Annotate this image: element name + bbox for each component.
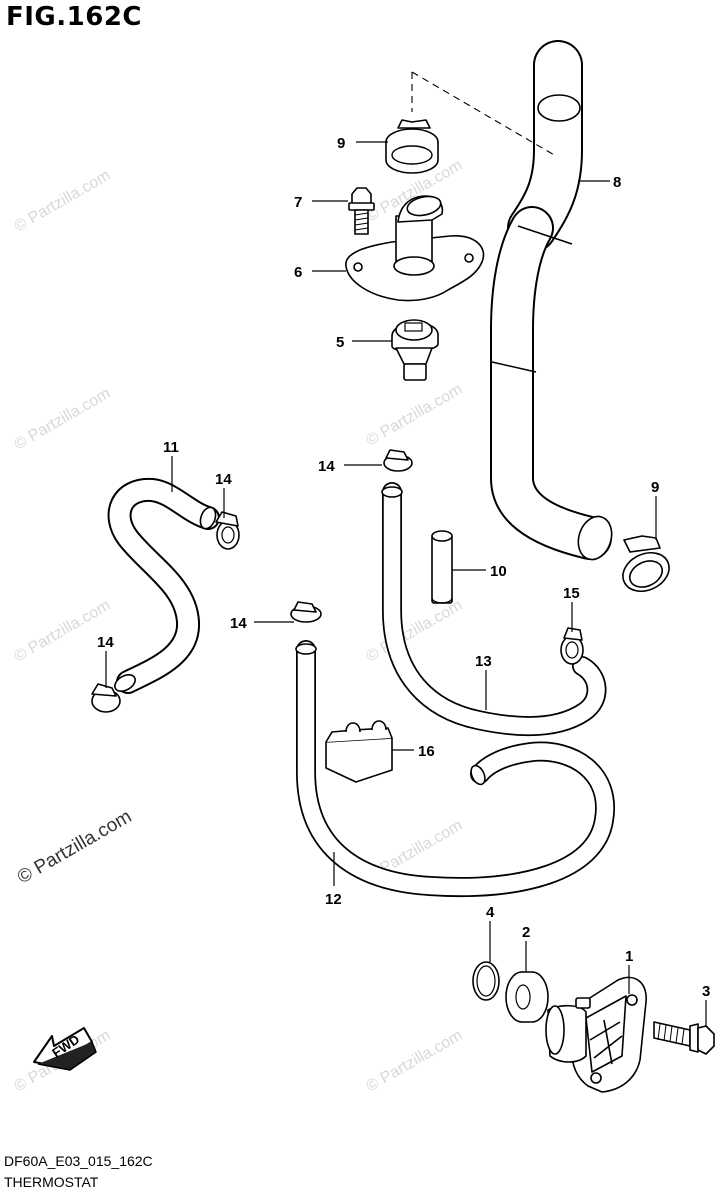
clip-14-b (215, 511, 240, 550)
callout-7: 7 (294, 194, 302, 211)
figure-title: FIG.162C (6, 2, 143, 32)
hose-12 (295, 640, 615, 897)
callout-12: 12 (325, 891, 342, 908)
tube-10 (431, 530, 453, 604)
callout-5: 5 (336, 334, 344, 351)
clamp-9-right (622, 535, 670, 593)
thermostat-housing-1 (545, 976, 647, 1093)
callout-14-b: 14 (215, 471, 232, 488)
dash-guide (411, 71, 557, 157)
diagram-code: DF60A_E03_015_162C (4, 1153, 153, 1169)
clip-14-a (383, 449, 413, 472)
hose-8 (490, 40, 613, 561)
watermark: © Partzilla.com (12, 385, 114, 454)
callout-14-d: 14 (97, 634, 114, 651)
watermark: © Partzilla.com (364, 597, 466, 666)
callout-14-c: 14 (230, 615, 247, 632)
watermark: © Partzilla.com (364, 1027, 466, 1096)
callout-16: 16 (418, 743, 435, 760)
diagram-subtitle: THERMOSTAT (4, 1174, 99, 1190)
leader-lines (105, 141, 707, 1026)
clip-15 (560, 627, 584, 665)
fwd-arrow-icon: FWD (33, 1027, 97, 1071)
callout-9-top: 9 (337, 135, 345, 152)
bolt-3 (653, 1021, 715, 1055)
bolt-7 (348, 187, 375, 235)
callout-6: 6 (294, 264, 302, 281)
hose-11 (107, 477, 220, 694)
clip-14-c (290, 601, 322, 623)
clip-14-d (91, 683, 121, 713)
watermark: © Partzilla.com (12, 597, 114, 666)
bracket-16 (325, 720, 393, 783)
callout-11: 11 (163, 439, 179, 456)
callout-3: 3 (702, 983, 710, 1000)
callout-14-a: 14 (318, 458, 335, 475)
callout-labels: 9 8 7 6 5 11 14 14 9 10 15 14 14 13 16 1… (97, 135, 710, 1000)
watermark: © Partzilla.com (364, 381, 466, 450)
thermostat-cover-6 (345, 195, 485, 302)
callout-2: 2 (522, 924, 530, 941)
callout-13: 13 (475, 653, 492, 670)
thermostat-5 (391, 319, 439, 381)
callout-9-right: 9 (651, 479, 659, 496)
callout-15: 15 (563, 585, 580, 602)
watermark: © Partzilla.com (12, 167, 114, 236)
callout-4: 4 (486, 904, 495, 921)
clamp-9-top (385, 119, 439, 174)
seal-2 (505, 971, 549, 1023)
o-ring-4 (472, 961, 500, 1001)
watermark-main: © Partzilla.com (14, 806, 135, 888)
hose-13 (381, 482, 607, 737)
callout-1: 1 (625, 948, 633, 965)
callout-8: 8 (613, 174, 621, 191)
callout-10: 10 (490, 563, 507, 580)
